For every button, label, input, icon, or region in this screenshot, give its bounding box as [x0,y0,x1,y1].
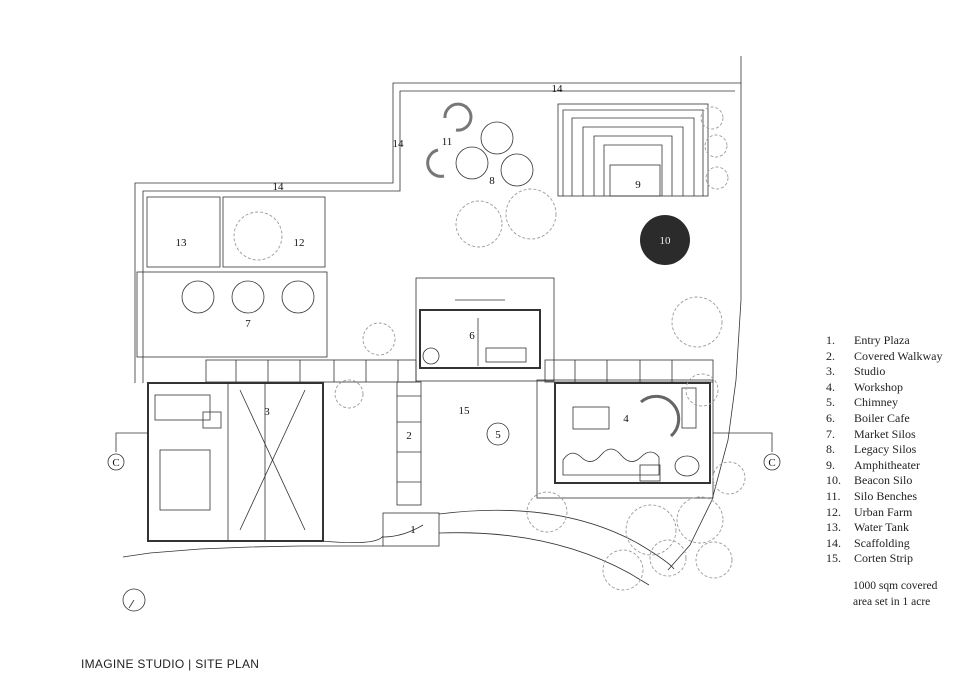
legend-item: 14.Scaffolding [826,535,910,550]
spiral-stair-icon [422,347,440,365]
label-scaffolding: 14 [393,138,405,150]
label-silo-benches: 11 [442,136,453,148]
legend-item: 12.Urban Farm [826,504,913,519]
market-silos-area [136,271,328,358]
label-legacy-silos: 8 [489,175,495,187]
section-marker-icon [763,453,781,471]
label-scaffolding: 14 [552,83,564,95]
section-marker-left-label: C [112,457,119,469]
amphitheater [557,103,709,197]
label-studio: 3 [264,406,270,418]
legend-item: 7.Market Silos [826,426,916,441]
legend: 1.Entry Plaza 2.Covered Walkway 3.Studio… [826,333,942,567]
label-workshop: 4 [623,413,629,425]
legend-item: 1.Entry Plaza [826,333,910,347]
silo-bench [443,102,473,132]
label-boiler-cafe: 6 [469,330,475,342]
site-boundary [667,56,742,571]
north-arrow-icon [122,588,146,612]
water-tank-area [146,196,221,268]
beacon-silo [640,215,690,265]
legend-item: 13.Water Tank [826,520,909,535]
label-urban-farm: 12 [294,237,305,249]
scaffolding-outline [134,82,741,383]
silo-icon [181,280,215,314]
legend-item: 8.Legacy Silos [826,442,917,457]
ground-line [122,545,383,558]
label-market-silos: 7 [245,318,251,330]
legend-item: 6.Boiler Cafe [826,410,910,425]
legend-item: 10.Beacon Silo [826,473,913,488]
label-scaffolding: 14 [273,181,285,193]
legend-item: 5.Chimney [826,395,898,410]
silo-icon [455,146,489,180]
legend-item: 9.Amphitheater [826,457,920,472]
legend-item: 15.Corten Strip [826,551,913,566]
workshop-building [536,379,714,499]
label-water-tank: 13 [176,237,188,249]
chimney [486,422,510,446]
area-note: 1000 sqm covered area set in 1 acre [853,580,938,608]
legend-item: 2.Covered Walkway [826,348,943,363]
label-covered-walkway: 2 [406,430,412,442]
label-beacon-silo: 10 [660,235,672,247]
boiler-cafe-outer [415,277,555,382]
label-entry-plaza: 1 [410,524,416,536]
section-marker-right-label: C [768,457,775,469]
legend-item: 3.Studio [826,364,886,379]
section-marker-icon [107,453,125,471]
urban-farm-area [222,196,326,268]
boiler-cafe [419,309,541,369]
label-amphitheater: 9 [635,179,641,191]
drawing-caption: IMAGINE STUDIO | SITE PLAN [81,657,260,671]
tree-icon [233,211,283,261]
studio-building [147,382,324,542]
legend-item: 11.Silo Benches [826,488,917,503]
label-corten-strip: 15 [459,405,471,417]
label-chimney: 5 [495,429,501,441]
legend-item: 4.Workshop [826,379,904,394]
entry-plaza [382,512,440,547]
